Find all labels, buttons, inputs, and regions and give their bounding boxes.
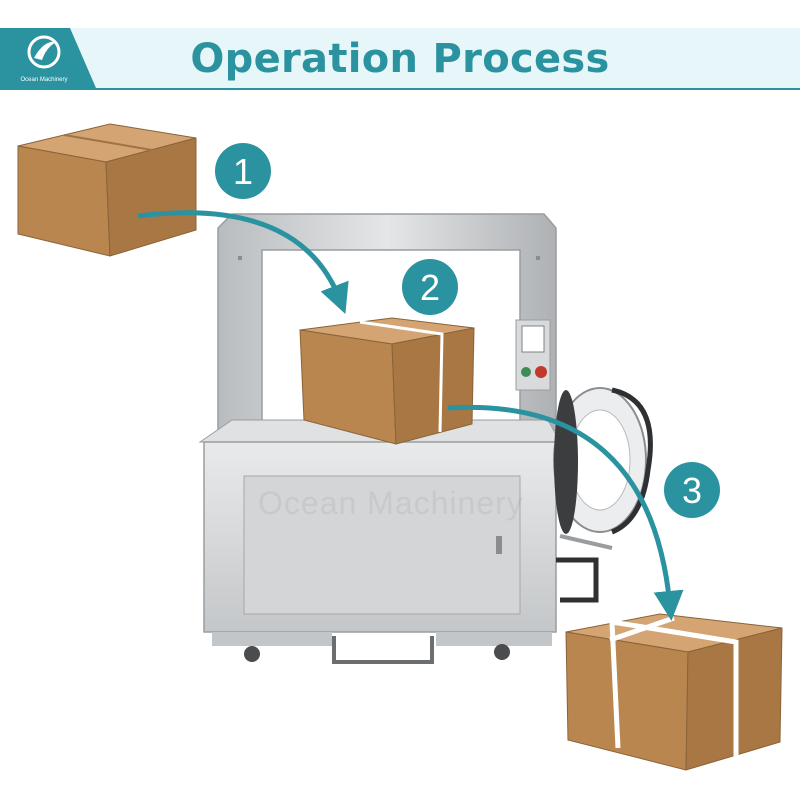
step-number-2: 2 (420, 267, 440, 308)
arrow-step-2-to-3 (447, 404, 684, 621)
brand-name: Ocean Machinery (20, 77, 68, 83)
step-badge-2: 2 (402, 259, 458, 315)
step-number-3: 3 (682, 470, 702, 511)
step-badge-3: 3 (664, 462, 720, 518)
box-step-3 (565, 613, 783, 771)
box-step-2 (299, 317, 475, 445)
brand-logo: Ocean Machinery (0, 28, 96, 88)
step-number-1: 1 (233, 151, 253, 192)
watermark: Ocean Machinery (258, 485, 524, 521)
arrow-step-1-to-2 (137, 210, 349, 314)
step-badge-1: 1 (215, 143, 271, 199)
control-panel (515, 319, 551, 391)
box-step-1 (17, 123, 197, 257)
logo-shape (0, 28, 96, 88)
page-title: Operation Process (190, 36, 610, 82)
header-banner: Ocean Machinery Operation Process (0, 28, 800, 90)
banner-background (0, 28, 800, 90)
